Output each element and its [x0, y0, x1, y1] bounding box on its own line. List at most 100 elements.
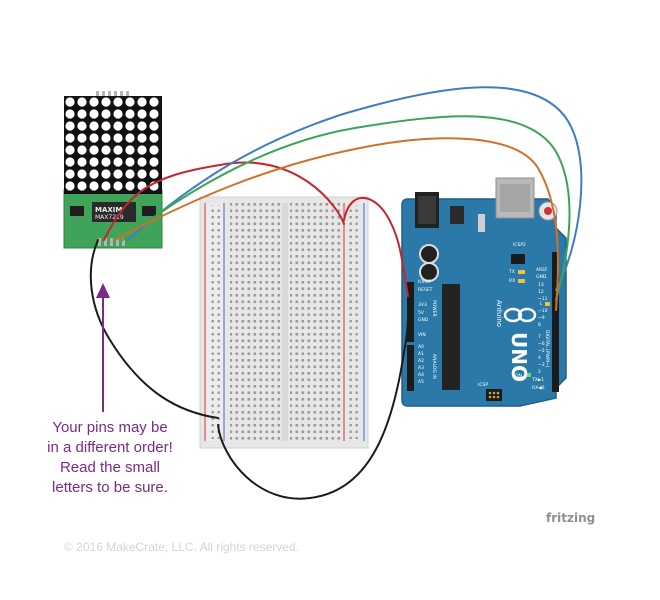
board-label: A2	[418, 358, 424, 364]
led-dot	[77, 121, 87, 131]
board-label: 2	[538, 369, 541, 375]
board-label: A0	[418, 344, 424, 350]
arduino-uno-board: Arduino UNO ICSP2 AREF GND TX RX L ON TX…	[401, 177, 567, 407]
led-dot	[113, 169, 123, 179]
led-dot	[65, 145, 75, 155]
led-dot	[137, 145, 147, 155]
led-dot	[101, 97, 111, 107]
led-dot	[113, 109, 123, 119]
led-dot	[101, 169, 111, 179]
led-dot	[113, 157, 123, 167]
led-dot	[77, 97, 87, 107]
led-dot	[101, 109, 111, 119]
led-dot	[89, 133, 99, 143]
led-dot	[65, 181, 75, 191]
board-label: POWER	[431, 300, 437, 317]
led-dot	[65, 133, 75, 143]
board-label: TX▶1	[531, 377, 544, 383]
board-label: DIGITAL (PWM~)	[544, 330, 550, 368]
led-dot	[125, 97, 135, 107]
led-dot	[89, 157, 99, 167]
led-dot	[149, 121, 159, 131]
led-dot	[101, 121, 111, 131]
copyright-notice: © 2016 MakeCrate, LLC. All rights reserv…	[64, 540, 299, 554]
led-dot	[125, 169, 135, 179]
board-label: A4	[418, 372, 424, 378]
led-dot	[125, 157, 135, 167]
led-dot	[149, 169, 159, 179]
capacitor	[419, 244, 439, 264]
board-label: RX	[509, 278, 515, 284]
blue-wire	[127, 86, 583, 291]
led-dot	[149, 97, 159, 107]
led-dot	[125, 109, 135, 119]
led-dot	[125, 133, 135, 143]
board-label: ICSP2	[513, 242, 526, 248]
black-wire	[89, 239, 409, 500]
analog-header	[407, 345, 414, 391]
note-line: Read the small	[59, 459, 161, 476]
led-dot	[89, 181, 99, 191]
led-dot	[89, 121, 99, 131]
led-dot	[113, 145, 123, 155]
note-line: in a different order!	[47, 439, 173, 456]
board-label: AREF	[536, 267, 548, 273]
pin-order-note: Your pins may be in a different order! R…	[30, 418, 190, 498]
led-dot	[113, 133, 123, 143]
led-dot	[113, 121, 123, 131]
board-label: A3	[418, 365, 424, 371]
led-dot	[77, 109, 87, 119]
led-dot	[101, 157, 111, 167]
led-dot	[89, 97, 99, 107]
led-dot	[113, 97, 123, 107]
led-dot	[149, 145, 159, 155]
arduino-logo: Arduino UNO	[495, 300, 537, 382]
capacitor	[419, 262, 439, 282]
board-label: L	[540, 301, 543, 307]
led-dot	[89, 145, 99, 155]
board-label: 7	[538, 334, 541, 340]
breadboard	[199, 196, 369, 449]
led-dot	[113, 181, 123, 191]
board-label: 3V3	[418, 302, 427, 308]
board-label: 5V	[418, 310, 425, 316]
board-label: 12	[538, 289, 544, 295]
led-dot	[101, 181, 111, 191]
led-dot	[65, 109, 75, 119]
board-label: VIN	[418, 332, 426, 338]
led-dot	[77, 145, 87, 155]
led-dot	[149, 109, 159, 119]
led-dot	[101, 133, 111, 143]
led-matrix	[64, 96, 162, 194]
board-label: ~10	[538, 308, 548, 314]
board-label: ICSP	[478, 382, 488, 388]
led-matrix-module: MAXIM MAX7219	[63, 91, 163, 249]
board-label: RESET	[418, 287, 433, 293]
led-dot	[89, 169, 99, 179]
chip-part-label: MAX7219	[95, 214, 124, 221]
board-label: TX	[508, 269, 515, 275]
board-label: ~6	[538, 341, 545, 347]
chip-brand-label: MAXIM	[95, 206, 122, 214]
power-header	[407, 282, 414, 342]
board-label: ANALOG IN	[431, 354, 437, 379]
board-label: ~9	[538, 315, 545, 321]
fritzing-logo: fritzing	[546, 511, 596, 525]
board-label: 13	[538, 282, 544, 288]
module-header-pins	[98, 238, 125, 246]
board-label: A5	[418, 379, 424, 385]
led-dot	[137, 157, 147, 167]
led-dot	[77, 133, 87, 143]
atmega-chip	[442, 284, 460, 390]
annotation-arrow	[96, 283, 110, 412]
led-dot	[137, 109, 147, 119]
led-dot	[77, 181, 87, 191]
digital-header	[552, 252, 559, 392]
led-dot	[125, 181, 135, 191]
led-dot	[65, 121, 75, 131]
board-label: ~11	[538, 296, 548, 302]
led-dot	[77, 169, 87, 179]
note-line: letters to be sure.	[52, 479, 168, 496]
led-dot	[89, 109, 99, 119]
